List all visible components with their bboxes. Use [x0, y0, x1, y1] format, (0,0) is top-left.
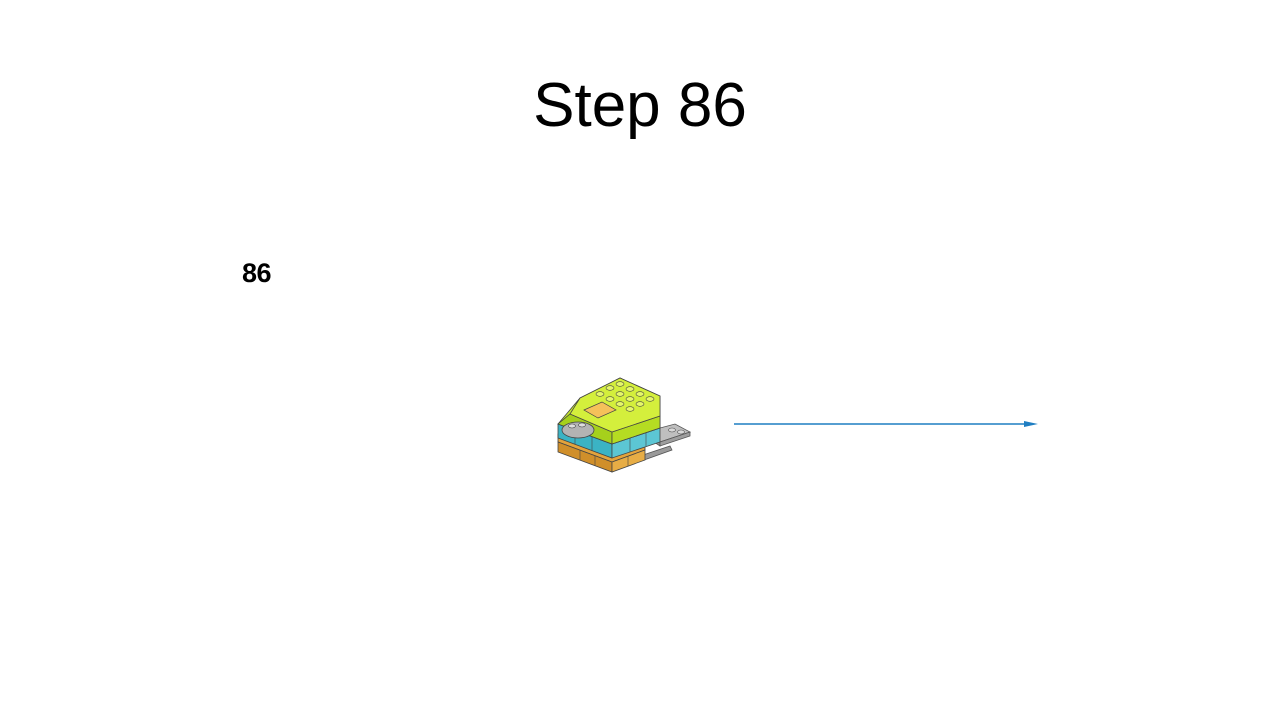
arrow-right-icon — [734, 421, 1038, 427]
lego-model-icon — [557, 377, 692, 473]
step-number: 86 — [242, 258, 272, 288]
slide-title: Step 86 — [533, 71, 747, 140]
